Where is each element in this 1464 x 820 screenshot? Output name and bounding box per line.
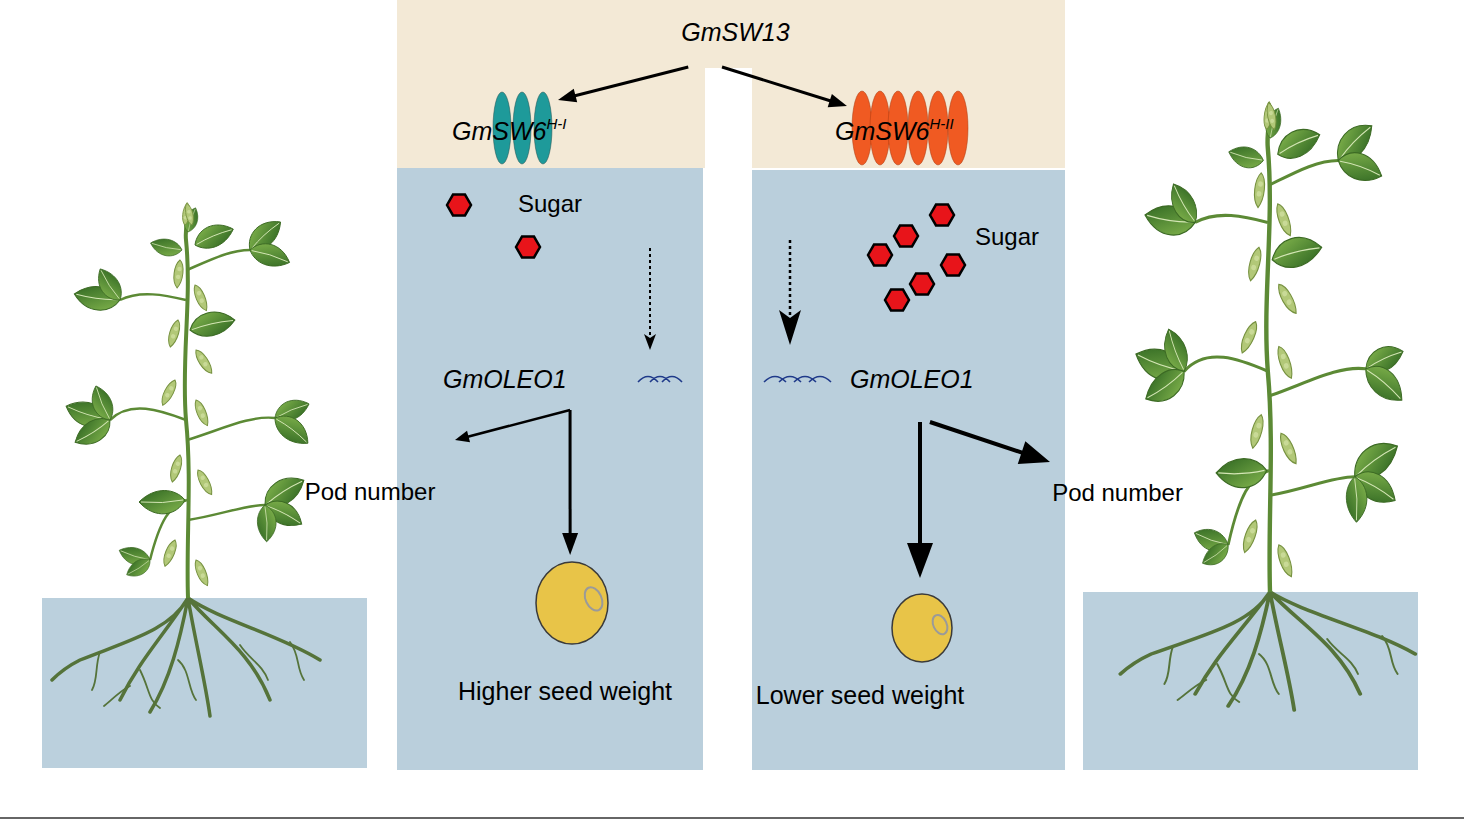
gene-label: GmSW6H-I [450,100,595,150]
connector-arrow [562,410,578,555]
connector-arrow [907,422,933,578]
arrow-head [558,89,577,103]
gene-name: GmSW6H-II [835,116,954,146]
connector-line [918,422,922,550]
arrow-head [1018,441,1050,464]
seed-body [892,594,952,662]
connector-arrow [930,422,1050,464]
text-label: GmOLEO1 [443,364,567,394]
text-label: GmSW13 [668,17,803,47]
connector-arrow [455,410,570,442]
seed-panel: SugarGmOLEO1Higher seed weight [397,168,703,770]
text-label: H-I [546,115,566,132]
gene-name: GmSW6H-I [452,116,566,146]
arrow-head [907,543,933,578]
seed-hilum [930,613,951,637]
text-label: GmSW6 [452,117,546,145]
connector-line [930,422,1027,454]
connector-arrow [558,67,688,102]
arrow-head [455,431,470,443]
trait-label: Pod number [285,440,455,510]
gene-label: GmSW13 [668,15,803,67]
gene-label: GmOLEO1 [845,360,1000,422]
text-label: GmOLEO1 [850,364,974,394]
connector-line [466,410,570,437]
text-label: Higher seed weight [430,676,700,706]
text-label: Lower seed weight [735,680,985,710]
gene-label: GmOLEO1 [440,360,590,410]
text-label: Sugar [975,223,1039,252]
text-label: Pod number [1035,479,1200,508]
seed-hilum [581,584,606,613]
connector-line [569,410,572,537]
connector-line [722,67,833,102]
seed-panel: SugarGmOLEO1Lower seed weight [752,170,1065,770]
connector-arrow [722,67,847,107]
trait-label: Pod number [1035,462,1200,510]
gene-label: GmSW6H-II [833,106,983,152]
connector-line [572,67,688,96]
text-label: GmSW6 [835,117,929,145]
text-label: Pod number [285,478,455,507]
arrow-head [828,94,847,107]
seed-body [536,562,608,644]
arrow-head [562,533,578,555]
seed-node: Lower seed weight [735,578,985,708]
text-label: Sugar [518,190,582,219]
seed-node: Higher seed weight [430,555,700,705]
text-label: H-II [929,115,953,132]
